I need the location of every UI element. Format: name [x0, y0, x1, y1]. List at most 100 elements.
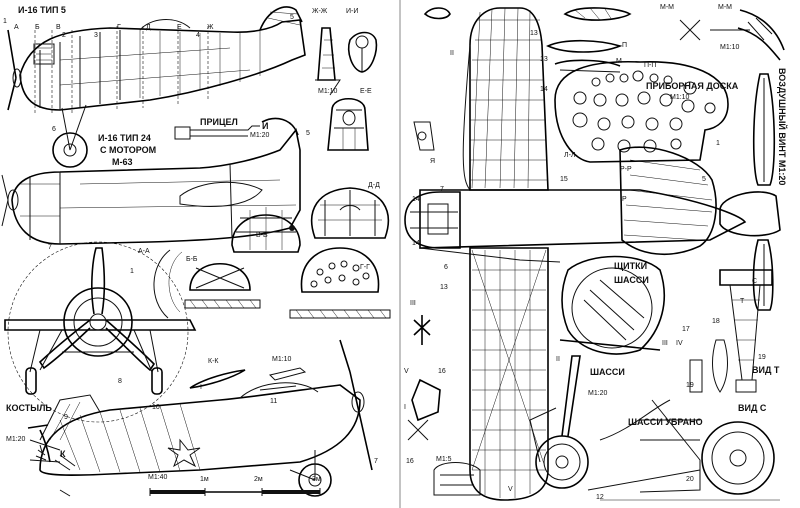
scale-label: М1:20 [6, 436, 26, 443]
callout-number: 14 [412, 196, 420, 203]
plan-view-wing [404, 7, 747, 501]
letter-label: Я [430, 158, 436, 165]
station-label: Б [35, 24, 40, 31]
flaps-title-line2: ШАССИ [614, 275, 649, 285]
letter-label: Р [622, 196, 627, 203]
callout-number: 3 [94, 32, 98, 39]
label-gear-retracted: ШАССИ УБРАНО [628, 417, 703, 427]
station-label: В [56, 24, 61, 31]
title-type24-line3: М-63 [112, 157, 133, 167]
tail-plan-view [619, 146, 717, 256]
callout-number: 8 [118, 378, 122, 385]
label-view-s: ВИД С [738, 403, 767, 413]
gunsight-detail [174, 125, 260, 140]
roman-label: I [404, 404, 406, 411]
scale-bar [149, 488, 321, 496]
control-details [407, 121, 481, 496]
section-label-ee: Е-Е [360, 88, 372, 95]
section-label-rr: Р-Р [620, 166, 632, 173]
station-label: А [14, 24, 19, 31]
scale-label: М1:20 [250, 132, 270, 139]
roman-label: V [508, 486, 513, 493]
callout-number: 14 [540, 86, 548, 93]
tailskid-detail [27, 424, 76, 497]
section-zh-zh [315, 27, 341, 96]
callout-number: 5 [290, 14, 294, 21]
section-e-e [327, 97, 369, 151]
section-label-mm: М-М [718, 4, 732, 11]
callout-number: 5 [306, 130, 310, 137]
letter-label: Т [740, 298, 745, 305]
title-type5: И-16 ТИП 5 [18, 5, 66, 15]
letter-label: И [262, 121, 269, 131]
callout-number: 10 [152, 404, 160, 411]
retracted-gear-view [600, 399, 780, 501]
letter-label: К [60, 449, 66, 459]
title-type24-line2: С МОТОРОМ [100, 145, 157, 155]
label-view-t: ВИД Т [752, 365, 780, 375]
side-view-type24 [1, 117, 301, 245]
panel-title: ПРИБОРНАЯ ДОСКА [646, 81, 739, 91]
callout-number: 14 [412, 240, 420, 247]
scale-label: М1:20 [588, 390, 608, 397]
roman-label: III [662, 340, 668, 347]
callout-number: 13 [530, 30, 538, 37]
letter-label: М [616, 58, 622, 65]
scale-bar-label: 2м [254, 476, 263, 483]
label-propeller: ВОЗДУШНЫЙ ВИНТ М1:20 [777, 68, 787, 186]
station-label: Г [117, 24, 121, 31]
label-sight: ПРИЦЕЛ [200, 117, 238, 127]
letter-label: С [752, 278, 758, 285]
section-label-bb: Б-Б [186, 256, 198, 263]
scale-label: М1:5 [436, 456, 452, 463]
scale-label: М1:40 [148, 474, 168, 481]
callout-number: 15 [560, 176, 568, 183]
front-view [4, 241, 197, 423]
callout-number: 12 [596, 494, 604, 501]
section-label-kk: К-К [208, 358, 219, 365]
instrument-panel [554, 60, 729, 163]
callout-number: 16 [438, 368, 446, 375]
label-tailskid: КОСТЫЛЬ [6, 403, 52, 413]
section-label-vv: В-В [256, 232, 268, 239]
callout-number: 13 [540, 56, 548, 63]
section-d-d [310, 187, 390, 239]
label-gear: ШАССИ [590, 367, 625, 377]
callout-number: 7 [374, 458, 378, 465]
section-label-aa: А-А [138, 248, 150, 255]
callout-number: 1 [3, 18, 7, 25]
roman-label: II [556, 356, 560, 363]
callout-number: 7 [48, 244, 52, 251]
roman-label: I [200, 384, 202, 391]
section-a-a [153, 249, 183, 319]
callout-number: 19 [686, 382, 694, 389]
section-label-ii: И-И [346, 8, 359, 15]
wing-sections-top [423, 7, 785, 73]
callout-number: 6 [52, 126, 56, 133]
panel-scale: М1:10 [670, 94, 690, 101]
scale-bar-label: 1м [200, 476, 209, 483]
main-gear-detail [529, 355, 701, 491]
section-label-pp: П-П [644, 62, 657, 69]
scale-label: М1:10 [720, 44, 740, 51]
callout-number: 5 [702, 176, 706, 183]
gear-flaps-detail [559, 255, 666, 355]
roman-label: V [404, 368, 409, 375]
side-view-type5 [7, 6, 306, 168]
letter-label: П [622, 42, 628, 49]
callout-number: 6 [444, 264, 448, 271]
scale-label: М1:10 [318, 88, 338, 95]
scale-label: М1:10 [272, 356, 292, 363]
roman-label: II [450, 50, 454, 57]
section-label-zh: Ж-Ж [312, 8, 328, 15]
station-label: Ж [207, 24, 214, 31]
roman-label: IV [676, 340, 683, 347]
title-type24-line1: И-16 ТИП 24 [98, 133, 151, 143]
scale-bar-label: 3м [312, 476, 321, 483]
callout-number: 2 [62, 32, 66, 39]
callout-number: 20 [686, 476, 694, 483]
section-v-v [231, 207, 301, 253]
callout-number: 4 [196, 32, 200, 39]
